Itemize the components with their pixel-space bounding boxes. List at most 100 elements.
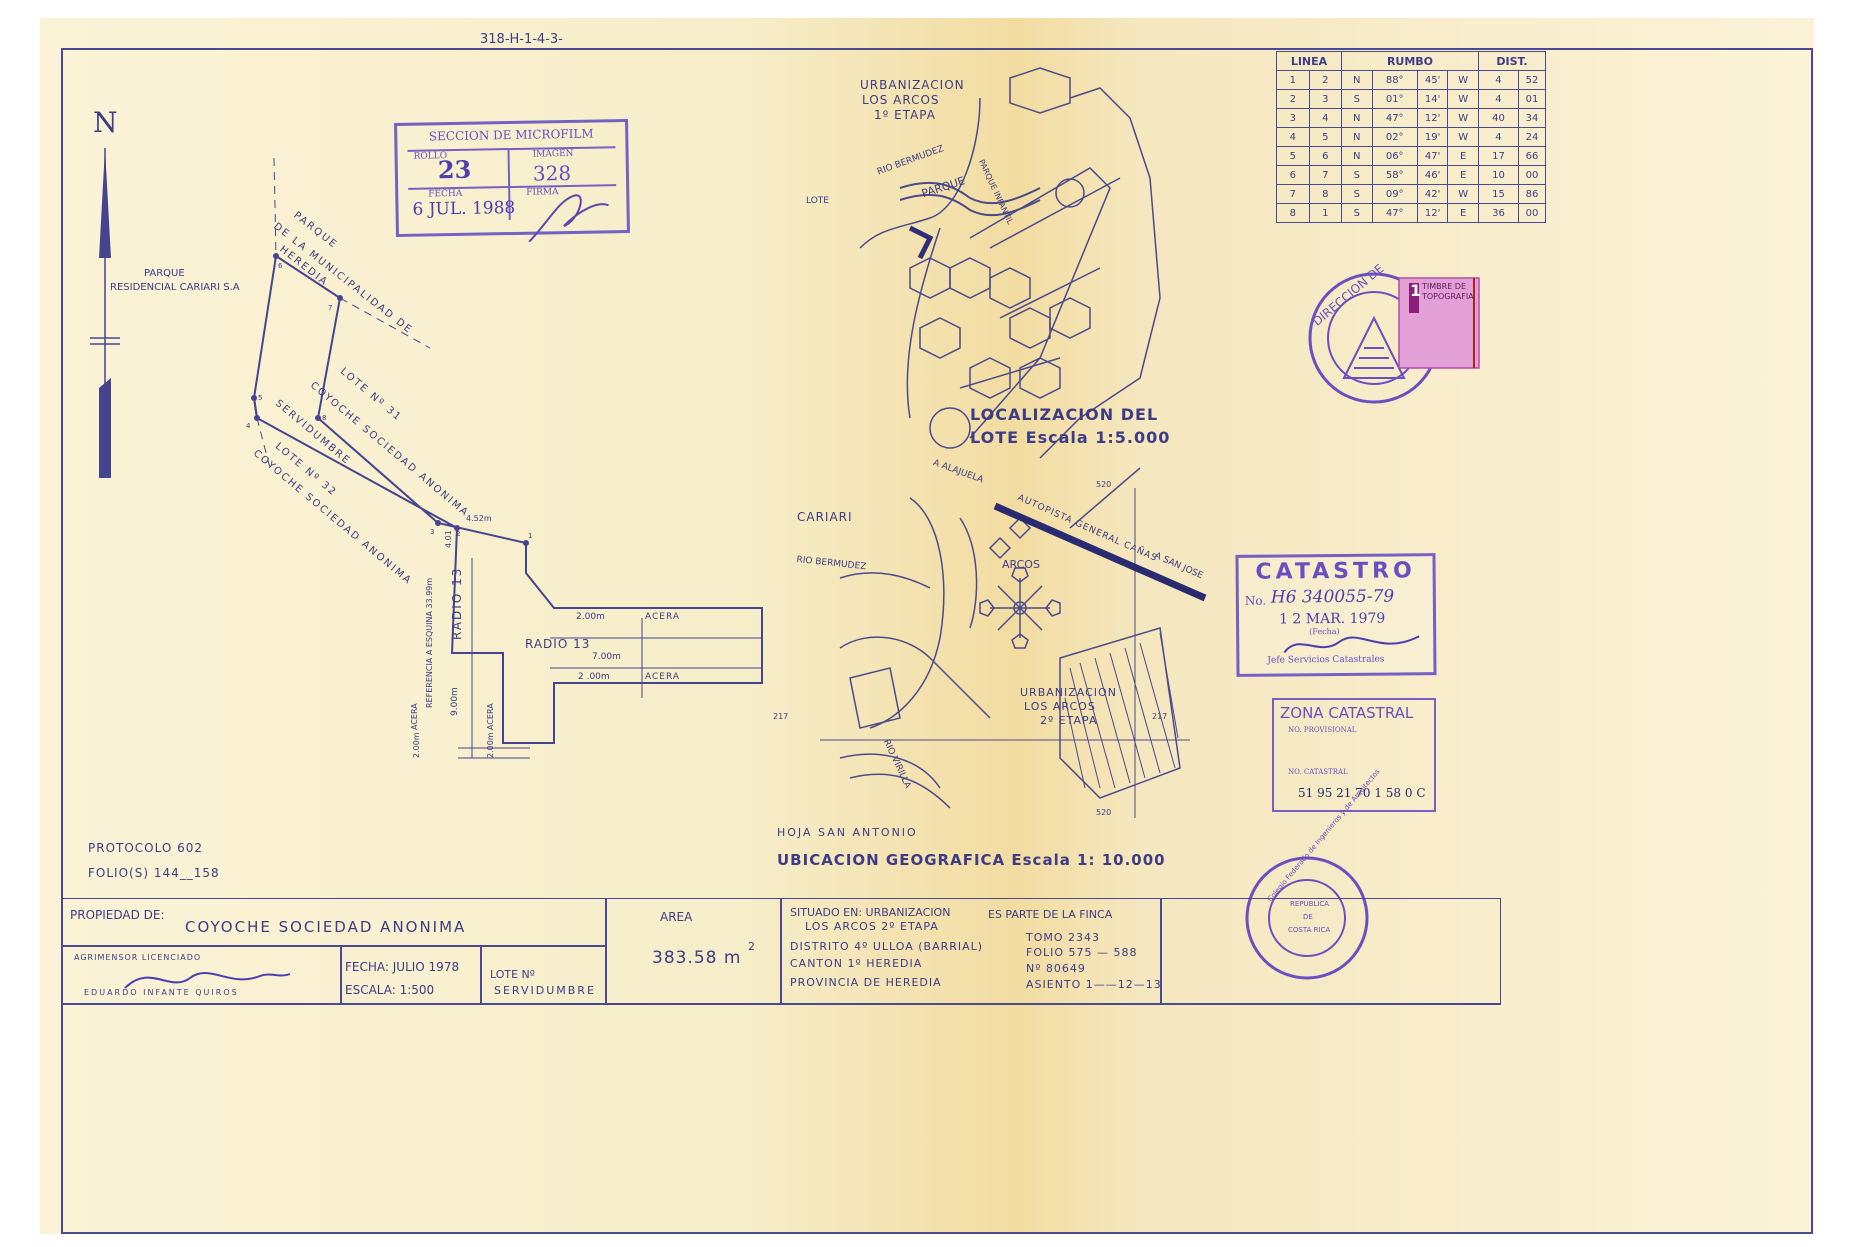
catastro-no-value: H6 340055-79 — [1270, 586, 1395, 608]
provincia: PROVINCIA DE HEREDIA — [790, 976, 942, 989]
table-cell: 00 — [1517, 165, 1547, 185]
point-7: 7 — [328, 304, 333, 312]
drawing-border — [61, 48, 1813, 1234]
north-arrow-icon — [90, 148, 120, 478]
table-cell: 02° — [1371, 127, 1418, 147]
lote-small: LOTE — [806, 196, 829, 206]
table-cell: 01° — [1371, 89, 1418, 109]
urb-1-line1: URBANIZACION — [860, 78, 965, 92]
file-reference: 318-H-1-4-3- — [480, 32, 563, 47]
point-3: 3 — [430, 528, 435, 536]
localizacion-title-2: LOTE Escala 1:5.000 — [970, 428, 1171, 447]
table-cell: 09° — [1371, 184, 1418, 204]
table-cell: 12' — [1416, 203, 1449, 223]
table-cell: E — [1447, 203, 1479, 223]
table-cell: 3 — [1308, 89, 1342, 109]
zona-catastral: NO. CATASTRAL — [1288, 768, 1348, 776]
ubicacion-map — [820, 467, 1207, 818]
distrito: DISTRITO 4º ULLOA (BARRIAL) — [790, 940, 984, 953]
numero: Nº 80649 — [1026, 962, 1086, 975]
dimension-452: 4.52m — [466, 514, 492, 523]
situado-line1: SITUADO EN: URBANIZACION — [790, 906, 951, 919]
table-cell: 58° — [1371, 165, 1418, 185]
table-cell: N — [1341, 146, 1373, 166]
table-cell: 14' — [1416, 89, 1449, 109]
hoja-label: HOJA SAN ANTONIO — [777, 826, 918, 839]
lot-plan-drawing — [251, 157, 763, 759]
point-8: 8 — [322, 414, 327, 422]
lote-label: LOTE Nº — [490, 968, 535, 981]
table-cell: 4 — [1276, 127, 1310, 147]
dimension-7m: 7.00m — [592, 652, 621, 662]
grid-right-label: 217 — [1152, 712, 1168, 721]
zona-provisional: NO. PROVISIONAL — [1288, 726, 1357, 734]
table-cell: 8 — [1308, 184, 1342, 204]
escala-value: ESCALA: 1:500 — [345, 983, 435, 997]
area-exponent: 2 — [748, 940, 755, 953]
point-5: 5 — [258, 394, 263, 402]
table-cell: 8 — [1276, 203, 1310, 223]
agrimensor-label: AGRIMENSOR LICENCIADO — [74, 953, 202, 962]
col-dist: DIST. — [1478, 51, 1546, 71]
table-cell: 4 — [1308, 108, 1342, 128]
table-cell: 7 — [1308, 165, 1342, 185]
col-rumbo: RUMBO — [1341, 51, 1479, 71]
table-cell: 47° — [1371, 108, 1418, 128]
acera-left-label: ACERA — [410, 703, 419, 730]
area-label: AREA — [660, 910, 693, 924]
grid-top-label: 520 — [1096, 480, 1112, 489]
colegio-inner-1: REPUBLICA — [1290, 900, 1330, 908]
propiedad-label: PROPIEDAD DE: — [70, 908, 165, 922]
timbre-value: 1 — [1410, 281, 1422, 300]
map-sheet: 318-H-1-4-3- N PARQUE — [40, 18, 1814, 1234]
table-cell: S — [1341, 203, 1373, 223]
acera-right-label: ACERA — [486, 703, 495, 730]
urb-1-line2: LOS ARCOS — [862, 93, 940, 107]
table-cell: 6 — [1276, 165, 1310, 185]
radio-13-horizontal-label: RADIO 13 — [525, 637, 591, 651]
asiento: ASIENTO 1——12—13 — [1026, 978, 1162, 991]
table-cell: 47° — [1371, 203, 1418, 223]
dimension-left: 2.00m — [412, 732, 421, 758]
ubicacion-title: UBICACION GEOGRAFICA Escala 1: 10.000 — [777, 851, 1166, 869]
table-cell: 10 — [1478, 165, 1519, 185]
zona-title: ZONA CATASTRAL — [1280, 704, 1414, 722]
point-4: 4 — [246, 422, 251, 430]
table-cell: N — [1341, 127, 1373, 147]
timbre-line1: TIMBRE DE — [1422, 282, 1467, 291]
colegio-inner-3: COSTA RICA — [1288, 926, 1331, 934]
dimension-top: 2.00m — [576, 612, 605, 622]
table-cell: 40 — [1478, 108, 1519, 128]
table-cell: W — [1447, 108, 1479, 128]
table-cell: W — [1447, 127, 1479, 147]
acera-bottom-label: ACERA — [645, 672, 681, 682]
table-cell: 1 — [1308, 203, 1342, 223]
table-cell: 4 — [1478, 127, 1519, 147]
parque-residencial-label-1: PARQUE — [144, 268, 185, 279]
propiedad-value: COYOCHE SOCIEDAD ANONIMA — [185, 918, 467, 936]
microfilm-title: SECCION DE MICROFILM — [428, 126, 594, 144]
dimension-401: 4.01 — [444, 530, 453, 548]
table-cell: 46' — [1416, 165, 1449, 185]
referencia-label: REFERENCIA A ESQUINA 33.99m — [425, 577, 434, 708]
table-cell: 19' — [1416, 127, 1449, 147]
parque-residencial-label-2: RESIDENCIAL CARIARI S.A — [110, 282, 240, 293]
table-cell: E — [1447, 146, 1479, 166]
point-2: 2 — [456, 530, 461, 538]
colegio-stamp — [1245, 856, 1369, 980]
table-cell: S — [1341, 165, 1373, 185]
table-cell: 3 — [1276, 108, 1310, 128]
protocolo-line2: FOLIO(S) 144__158 — [88, 866, 220, 880]
dimension-bottom: 2 .00m — [578, 672, 610, 682]
agrimensor-signature-icon — [124, 972, 291, 989]
finca-label: ES PARTE DE LA FINCA — [988, 908, 1113, 921]
table-cell: 15 — [1478, 184, 1519, 204]
urb-2-line3: 2º ETAPA — [1040, 714, 1098, 727]
timbre-line2: TOPOGRAFIA — [1422, 292, 1474, 301]
localizacion-map — [859, 67, 1161, 459]
agrimensor-name: EDUARDO INFANTE QUIROS — [84, 988, 239, 997]
folio: FOLIO 575 — 588 — [1026, 946, 1138, 959]
